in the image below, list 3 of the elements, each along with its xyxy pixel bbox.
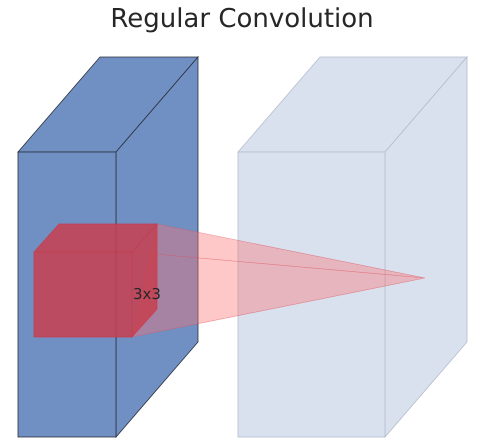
kernel-size-label: 3x3 [133,285,161,303]
diagram-title: Regular Convolution [109,4,375,34]
projection-cone [132,224,426,338]
